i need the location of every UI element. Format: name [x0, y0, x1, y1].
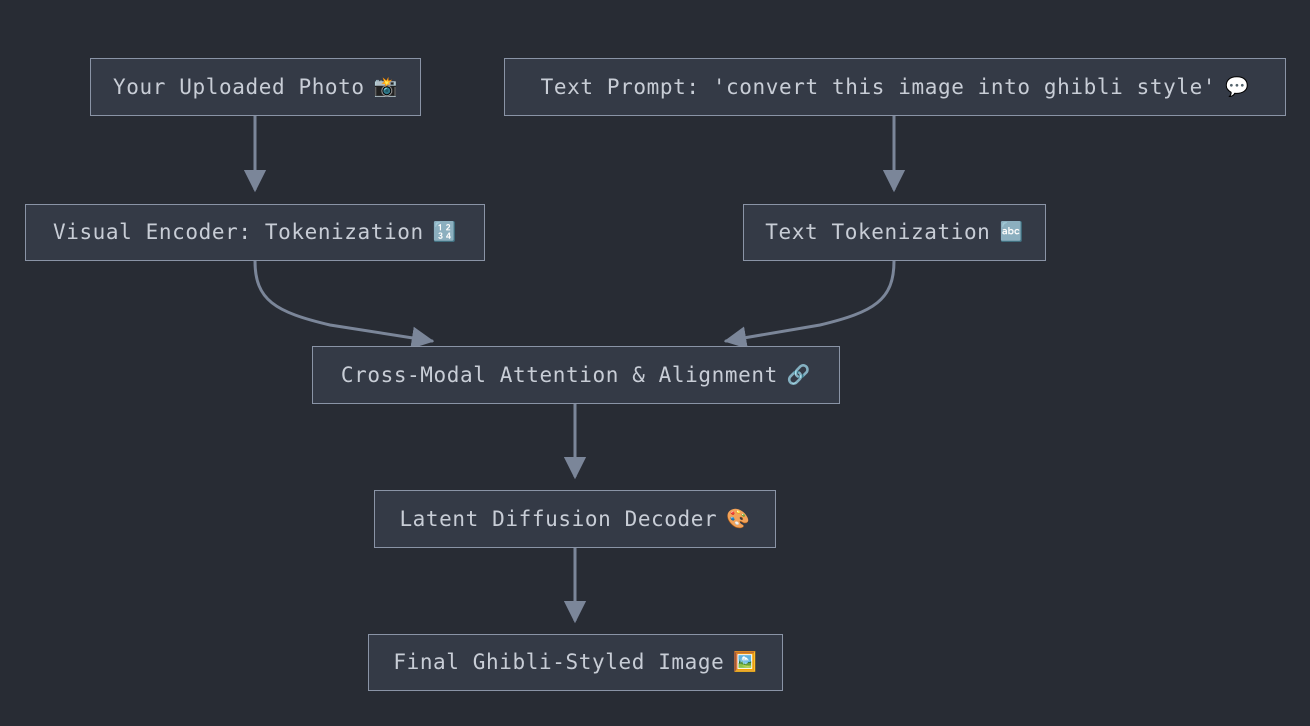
node-label: Cross-Modal Attention & Alignment	[340, 362, 778, 387]
edge-text-tokenization-to-cross-modal	[723, 259, 896, 349]
camera-with-flash-icon: 📸	[373, 75, 398, 98]
node-label: Final Ghibli-Styled Image	[393, 650, 725, 674]
artist-palette-icon: 🎨	[726, 507, 751, 530]
speech-balloon-icon: 💬	[1225, 75, 1250, 98]
input-latin-letters-icon: 🔤	[999, 221, 1024, 243]
node-label: Text Tokenization	[765, 220, 991, 244]
node-text-prompt[interactable]: Text Prompt: 'convert this image into gh…	[504, 58, 1286, 116]
node-your-uploaded-photo[interactable]: Your Uploaded Photo 📸	[90, 58, 421, 116]
input-numbers-icon: 🔢	[432, 221, 458, 243]
node-latent-diffusion-decoder[interactable]: Latent Diffusion Decoder 🎨	[374, 490, 776, 548]
node-text-tokenization[interactable]: Text Tokenization 🔤	[743, 204, 1046, 261]
edge-visual-encoder-to-cross-modal	[253, 259, 435, 349]
node-visual-encoder-tokenization[interactable]: Visual Encoder: Tokenization 🔢	[25, 204, 485, 261]
node-label: Visual Encoder: Tokenization	[52, 220, 424, 244]
node-cross-modal-attention-alignment[interactable]: Cross-Modal Attention & Alignment 🔗	[312, 346, 840, 404]
node-final-ghibli-styled-image[interactable]: Final Ghibli-Styled Image 🖼️	[368, 634, 783, 691]
node-label: Text Prompt: 'convert this image into gh…	[540, 74, 1217, 99]
link-icon: 🔗	[786, 363, 812, 386]
framed-picture-icon: 🖼️	[733, 651, 758, 673]
node-label: Latent Diffusion Decoder	[399, 506, 718, 531]
node-label: Your Uploaded Photo	[113, 74, 365, 99]
